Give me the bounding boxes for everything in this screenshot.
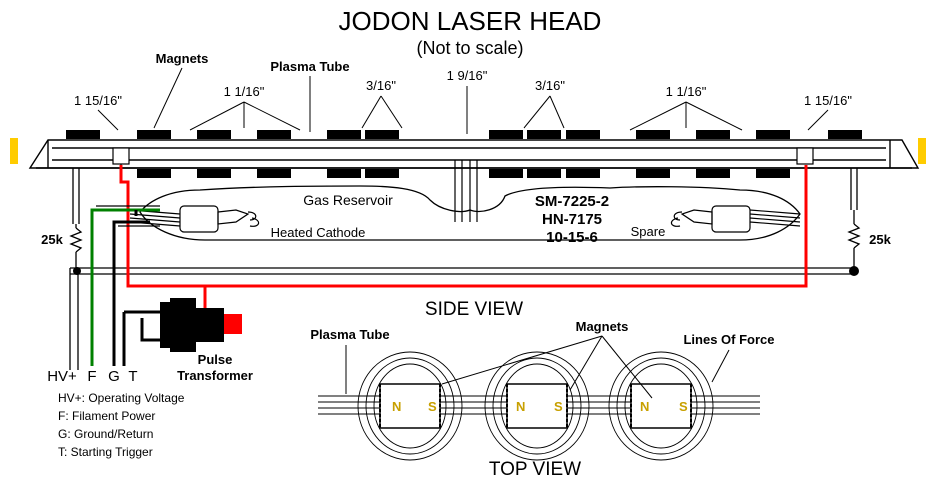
magnets-callout: Magnets: [156, 51, 209, 66]
spare-label: Spare: [631, 224, 666, 239]
dim-mid-right: 1 1/16": [666, 84, 707, 99]
part-number-3: 10-15-6: [546, 229, 598, 246]
pulse-transformer-label-1: Pulse: [198, 352, 233, 367]
hv-rail: [69, 267, 856, 370]
pole-n-1: N: [392, 399, 401, 414]
callout-arrows: [97, 67, 829, 134]
plasma-tube-callout: Plasma Tube: [270, 59, 349, 74]
part-number-1: SM-7225-2: [535, 193, 609, 210]
top-view-label: TOP VIEW: [489, 459, 581, 480]
legend-t: T: Starting Trigger: [58, 445, 153, 459]
heated-cathode-label: Heated Cathode: [271, 225, 366, 240]
legend-f: F: Filament Power: [58, 409, 155, 423]
top-view-magnet-edges: [379, 384, 692, 428]
dim-outer-right: 1 15/16": [804, 93, 852, 108]
pin-g: G: [108, 368, 120, 385]
pole-n-2: N: [516, 399, 525, 414]
right-junction-dot: [849, 266, 859, 276]
pulse-transformer: [160, 298, 242, 352]
left-junction-dot: [73, 267, 81, 275]
side-view-label: SIDE VIEW: [425, 299, 523, 320]
dim-center: 1 9/16": [447, 68, 488, 83]
pin-t: T: [128, 368, 137, 385]
cathode-lead-lines: [96, 205, 160, 227]
heated-cathode: [129, 205, 260, 233]
top-view-arrows: [345, 335, 730, 399]
dim-outer-left: 1 15/16": [74, 93, 122, 108]
diagram-title: JODON LASER HEAD: [339, 6, 602, 36]
legend-hv: HV+: Operating Voltage: [58, 391, 185, 405]
gas-reservoir-label: Gas Reservoir: [303, 192, 393, 208]
center-gas-tube: [454, 160, 478, 222]
laser-housing: [28, 139, 920, 169]
right-resistor-label: 25k: [869, 232, 891, 247]
left-resistor-label: 25k: [41, 232, 63, 247]
dim-mid-left: 1 1/16": [224, 84, 265, 99]
legend-g: G: Ground/Return: [58, 427, 153, 441]
cathode-wires: [112, 210, 160, 366]
magnets-upper: [66, 130, 862, 139]
pin-f: F: [87, 368, 96, 385]
pole-s-1: S: [428, 399, 437, 414]
lines-of-force: [357, 351, 714, 461]
bore-electrodes: [112, 147, 814, 165]
pole-s-2: S: [554, 399, 563, 414]
part-number-2: HN-7175: [542, 211, 602, 228]
right-end-mirror: [918, 138, 926, 164]
spare-electrode: [670, 205, 801, 233]
pole-s-3: S: [679, 399, 688, 414]
diagram-subtitle: (Not to scale): [416, 38, 523, 58]
gas-reservoir-envelope: [139, 185, 801, 241]
magnets-lower: [137, 169, 790, 178]
dim-inner-right: 3/16": [535, 78, 565, 93]
pole-n-3: N: [640, 399, 649, 414]
pulse-transformer-label-2: Transformer: [177, 368, 253, 383]
right-resistor: [847, 168, 861, 268]
left-end-mirror: [10, 138, 18, 164]
filament-wire: [90, 208, 160, 366]
lines-of-force-label: Lines Of Force: [683, 332, 774, 347]
top-view-magnets: [379, 383, 692, 429]
top-plasma-tube-label: Plasma Tube: [310, 327, 389, 342]
pin-hv: HV+: [47, 368, 77, 385]
top-magnets-label: Magnets: [576, 319, 629, 334]
left-resistor: [69, 168, 83, 268]
dim-inner-left: 3/16": [366, 78, 396, 93]
